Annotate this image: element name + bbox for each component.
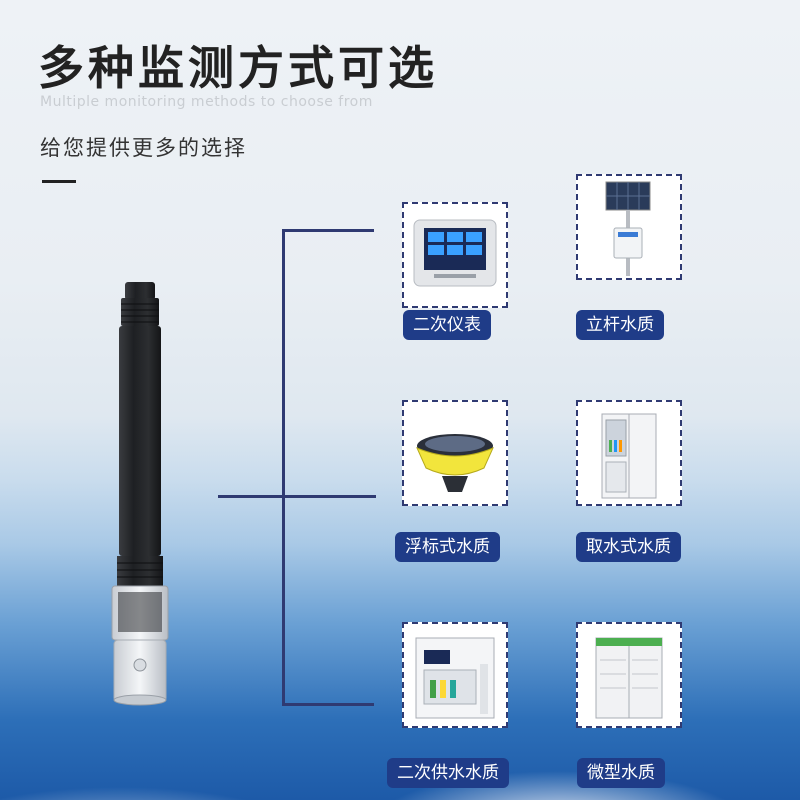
option-label-buoy[interactable]: 浮标式水质 <box>395 532 500 562</box>
page-title: 多种监测方式可选 <box>38 41 438 95</box>
option-card-supply[interactable] <box>402 622 508 728</box>
option-label-supply[interactable]: 二次供水水质 <box>387 758 509 788</box>
option-card-micro[interactable] <box>576 622 682 728</box>
micro-station-icon <box>595 637 663 719</box>
page-subtitle-english: Multiple monitoring methods to choose fr… <box>40 94 373 110</box>
meter-display-icon <box>413 219 497 287</box>
option-label-cabinet[interactable]: 取水式水质 <box>576 532 681 562</box>
buoy-icon <box>416 434 494 492</box>
cabinet-station-icon <box>601 413 657 499</box>
connector-middle <box>218 495 376 498</box>
supply-cabinet-icon <box>415 637 495 719</box>
option-card-cabinet[interactable] <box>576 400 682 506</box>
title-divider <box>42 180 76 183</box>
option-label-micro[interactable]: 微型水质 <box>577 758 665 788</box>
connector-main-vertical <box>282 229 285 705</box>
connector-top <box>282 229 374 232</box>
option-card-buoy[interactable] <box>402 400 508 506</box>
connector-bottom <box>282 703 374 706</box>
water-quality-probe <box>100 280 180 710</box>
option-card-meter[interactable] <box>402 202 508 308</box>
option-card-pole[interactable] <box>576 174 682 280</box>
option-label-pole[interactable]: 立杆水质 <box>576 310 664 340</box>
page-subtitle: 给您提供更多的选择 <box>40 136 247 160</box>
pole-station-icon <box>605 181 651 276</box>
option-label-meter[interactable]: 二次仪表 <box>403 310 491 340</box>
